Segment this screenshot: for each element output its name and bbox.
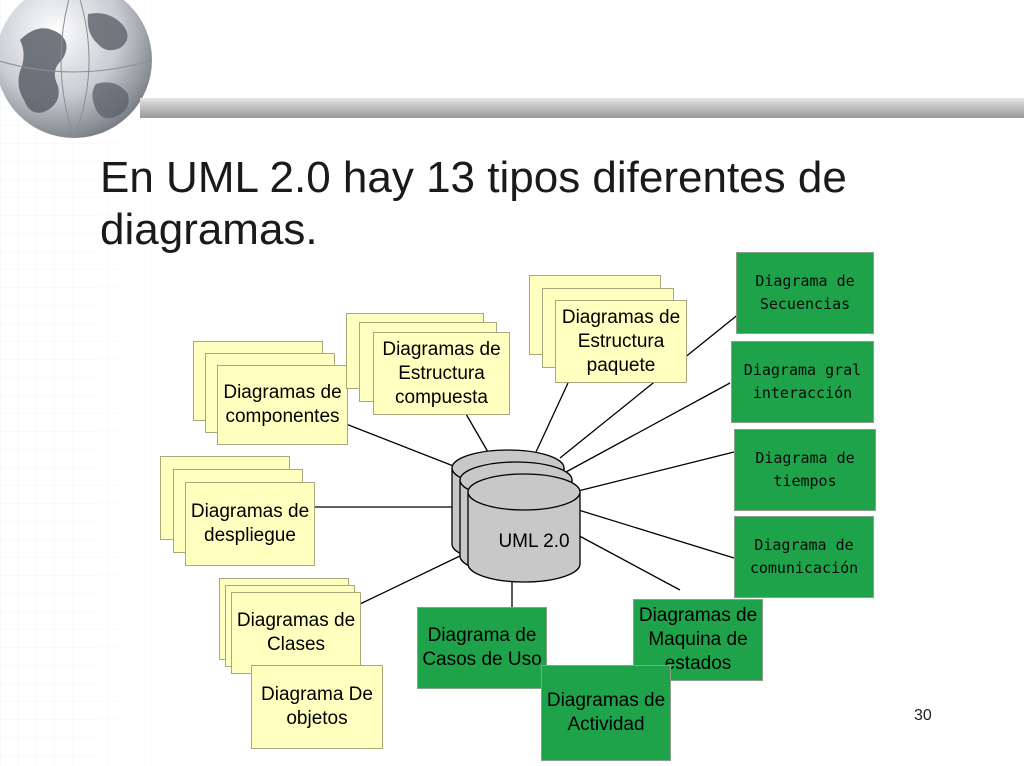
connector-componentes: [345, 423, 457, 468]
connector-tiempos: [573, 451, 735, 493]
connector-compuesta: [465, 413, 489, 453]
diagram-clases: Diagramas de Clases: [231, 592, 361, 674]
diagram-interaccion-label: Diagrama gral interacción: [743, 361, 862, 402]
diagram-objetos: Diagrama De objetos: [251, 665, 383, 749]
connector-interaccion: [565, 382, 731, 473]
header-bar: [140, 98, 1024, 118]
diagram-compuesta-label: Diagramas de Estructura compuesta: [382, 338, 501, 408]
stack-componentes: Diagramas de componentes: [193, 341, 348, 445]
slide-number: 30: [914, 707, 932, 724]
diagram-compuesta: Diagramas de Estructura compuesta: [373, 332, 510, 415]
stack-paquete: Diagramas de Estructura paquete: [529, 275, 687, 383]
stack-despliegue: Diagramas de despliegue: [160, 456, 315, 566]
connector-maquina: [571, 531, 681, 591]
diagram-comunicacion-label: Diagrama de comunicación: [749, 536, 859, 577]
diagram-componentes-label: Diagramas de componentes: [223, 382, 342, 427]
uml-database-cylinder: [451, 449, 581, 583]
diagram-componentes: Diagramas de componentes: [217, 365, 348, 445]
diagram-paquete: Diagramas de Estructura paquete: [555, 300, 687, 383]
stack-compuesta: Diagramas de Estructura compuesta: [346, 313, 510, 415]
diagram-actividad: Diagramas de Actividad: [541, 665, 671, 761]
uml-label: UML 2.0: [498, 531, 570, 552]
diagram-despliegue-label: Diagramas de despliegue: [190, 501, 310, 546]
diagram-secuencias: Diagrama de Secuencias: [736, 252, 874, 334]
connector-paquete: [535, 382, 569, 453]
diagram-interaccion: Diagrama gral interacción: [731, 341, 874, 423]
diagram-despliegue: Diagramas de despliegue: [185, 482, 315, 566]
globe-logo: [0, 0, 153, 139]
diagram-tiempos: Diagrama de tiempos: [734, 429, 876, 511]
diagram-comunicacion: Diagrama de comunicación: [734, 516, 874, 598]
slide-title: En UML 2.0 hay 13 tipos diferentes de di…: [100, 153, 847, 254]
stack-clases: Diagramas de Clases: [219, 578, 361, 674]
diagram-casos-uso: Diagrama de Casos de Uso: [417, 607, 547, 689]
diagram-objetos-label: Diagrama De objetos: [261, 684, 373, 729]
diagram-maquina-estados-label: Diagramas de Maquina de estados: [638, 605, 758, 674]
diagram-actividad-label: Diagramas de Actividad: [546, 690, 666, 735]
connector-clases: [359, 554, 463, 605]
diagram-secuencias-label: Diagrama de Secuencias: [755, 272, 855, 313]
diagram-tiempos-label: Diagrama de tiempos: [755, 449, 855, 490]
diagram-paquete-label: Diagramas de Estructura paquete: [561, 306, 681, 376]
connector-secuencias: [559, 312, 741, 459]
diagram-casos-uso-label: Diagrama de Casos de Uso: [422, 625, 542, 670]
connector-comunicacion: [571, 507, 735, 559]
diagram-clases-label: Diagramas de Clases: [236, 610, 356, 655]
